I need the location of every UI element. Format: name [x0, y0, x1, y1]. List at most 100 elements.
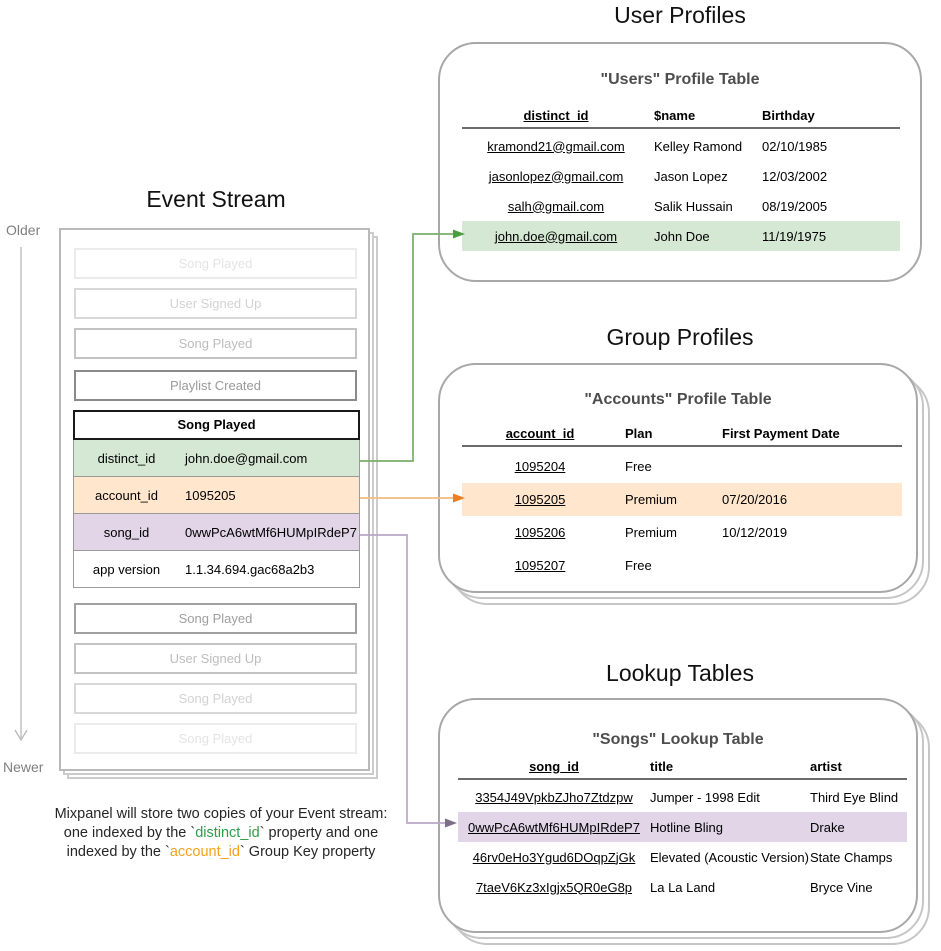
table-row: 1095206 Premium 10/12/2019 [462, 516, 902, 549]
column-header: title [650, 758, 674, 774]
table-row: salh@gmail.com Salik Hussain 08/19/2005 [462, 191, 900, 221]
cell-artist: State Champs [810, 849, 893, 865]
cell-distinct-id: salh@gmail.com [507, 198, 605, 214]
caption-line2-cont: ` property and one [259, 825, 379, 841]
cell-account-id: 1095207 [514, 558, 566, 573]
cell-account-id: 1095204 [514, 459, 566, 474]
account-id-keyword: account_id [169, 844, 240, 860]
caption-line3-cont: ` Group Key property [239, 844, 376, 860]
accounts-table: account_id Plan First Payment Date 10952… [462, 421, 902, 582]
event-card: User Signed Up [74, 643, 357, 674]
column-header: account_id [505, 425, 575, 441]
expanded-event-title: Song Played [73, 410, 360, 440]
cell-account-id: 1095205 [514, 492, 566, 507]
cell-title: Jumper - 1998 Edit [650, 789, 760, 805]
cell-song-id: 3354J49VpkbZJho7Ztdzpw [475, 789, 633, 805]
event-card: Song Played [74, 723, 357, 754]
cell-title: Elevated (Acoustic Version) [650, 849, 809, 865]
cell-distinct-id: jasonlopez@gmail.com [488, 168, 624, 184]
table-row-highlighted: 0wwPcA6wtMf6HUMpIRdeP7 Hotline Bling Dra… [458, 812, 907, 842]
table-row: 46rv0eHo3Ygud6DOqpZjGk Elevated (Acousti… [458, 842, 907, 872]
event-property-row-distinct-id: distinct_id john.doe@gmail.com [73, 439, 360, 477]
property-key: distinct_id [97, 450, 156, 466]
event-card: Song Played [74, 683, 357, 714]
lookup-tables-title: Lookup Tables [606, 660, 754, 686]
table-row-highlighted: 1095205 Premium 07/20/2016 [462, 483, 902, 516]
table-divider [462, 445, 902, 447]
property-value: 0wwPcA6wtMf6HUMpIRdeP7 [185, 524, 357, 540]
cell-plan: Free [625, 459, 652, 474]
property-value: 1.1.34.694.gac68a2b3 [185, 561, 315, 577]
cell-name: Kelley Ramond [654, 138, 743, 154]
cell-name: Salik Hussain [654, 198, 733, 214]
table-divider [462, 127, 900, 129]
cell-birthday: 02/10/1985 [762, 138, 828, 154]
cell-first-payment: 10/12/2019 [722, 525, 788, 540]
cell-title: La La Land [650, 879, 716, 895]
older-label: Older [6, 222, 41, 238]
event-card: Song Played [74, 603, 357, 634]
cell-plan: Premium [625, 525, 678, 540]
event-card: User Signed Up [74, 288, 357, 319]
accounts-table-header: account_id Plan First Payment Date [462, 421, 902, 445]
cell-distinct-id: john.doe@gmail.com [494, 228, 618, 244]
column-header: distinct_id [523, 107, 589, 123]
cell-distinct-id: kramond21@gmail.com [487, 138, 625, 154]
cell-name: Jason Lopez [654, 168, 728, 184]
table-row-highlighted: john.doe@gmail.com John Doe 11/19/1975 [462, 221, 900, 251]
cell-first-payment: 07/20/2016 [722, 492, 788, 507]
property-key: song_id [103, 524, 150, 540]
event-card: Playlist Created [74, 370, 357, 401]
mixpanel-caption: Mixpanel will store two copies of your E… [26, 805, 416, 862]
event-card: Song Played [74, 248, 357, 279]
caption-line3: indexed by the ` [66, 844, 170, 860]
table-row: 1095207 Free [462, 549, 902, 582]
caption-line1: Mixpanel will store two copies of your E… [54, 806, 388, 822]
cell-song-id: 7taeV6Kz3xIgjx5QR0eG8p [475, 879, 633, 895]
user-profiles-title: User Profiles [614, 2, 746, 28]
table-divider [458, 778, 907, 780]
column-header: song_id [529, 758, 579, 774]
cell-plan: Premium [625, 492, 678, 507]
cell-song-id: 0wwPcA6wtMf6HUMpIRdeP7 [468, 819, 640, 835]
event-property-row-app-version: app version 1.1.34.694.gac68a2b3 [73, 550, 360, 588]
users-table: distinct_id $name Birthday kramond21@gma… [462, 103, 900, 251]
caption-line2: one indexed by the ` [63, 825, 196, 841]
cell-name: John Doe [654, 228, 710, 244]
expanded-event-card: Song Played distinct_id john.doe@gmail.c… [73, 410, 360, 588]
property-value: john.doe@gmail.com [185, 450, 308, 466]
group-profiles-title: Group Profiles [606, 324, 754, 350]
event-property-row-account-id: account_id 1095205 [73, 476, 360, 514]
cell-birthday: 11/19/1975 [762, 228, 827, 244]
table-row: kramond21@gmail.com Kelley Ramond 02/10/… [462, 131, 900, 161]
group-profiles-box [438, 363, 918, 593]
cell-artist: Drake [810, 819, 845, 835]
cell-song-id: 46rv0eHo3Ygud6DOqpZjGk [472, 849, 636, 865]
cell-birthday: 08/19/2005 [762, 198, 828, 214]
property-key: app version [92, 561, 161, 577]
accounts-table-title: "Accounts" Profile Table [584, 391, 772, 408]
users-table-header: distinct_id $name Birthday [462, 103, 900, 127]
column-header: Plan [625, 425, 653, 441]
event-property-row-song-id: song_id 0wwPcA6wtMf6HUMpIRdeP7 [73, 513, 360, 551]
cell-account-id: 1095206 [514, 525, 566, 540]
column-header: $name [654, 107, 696, 123]
table-row: 7taeV6Kz3xIgjx5QR0eG8p La La Land Bryce … [458, 872, 907, 902]
column-header: First Payment Date [722, 425, 840, 441]
songs-table-title: "Songs" Lookup Table [592, 731, 764, 748]
cell-plan: Free [625, 558, 652, 573]
newer-label: Newer [3, 759, 44, 775]
cell-artist: Third Eye Blind [810, 789, 899, 805]
cell-birthday: 12/03/2002 [762, 168, 828, 184]
table-row: 1095204 Free [462, 450, 902, 483]
column-header: Birthday [762, 107, 815, 123]
property-key: account_id [95, 487, 158, 503]
table-row: 3354J49VpkbZJho7Ztdzpw Jumper - 1998 Edi… [458, 782, 907, 812]
property-value: 1095205 [185, 487, 236, 503]
table-row: jasonlopez@gmail.com Jason Lopez 12/03/2… [462, 161, 900, 191]
users-table-title: "Users" Profile Table [600, 71, 760, 88]
event-card: Song Played [74, 328, 357, 359]
songs-table: song_id title artist 3354J49VpkbZJho7Ztd… [458, 754, 907, 902]
cell-artist: Bryce Vine [810, 879, 873, 895]
